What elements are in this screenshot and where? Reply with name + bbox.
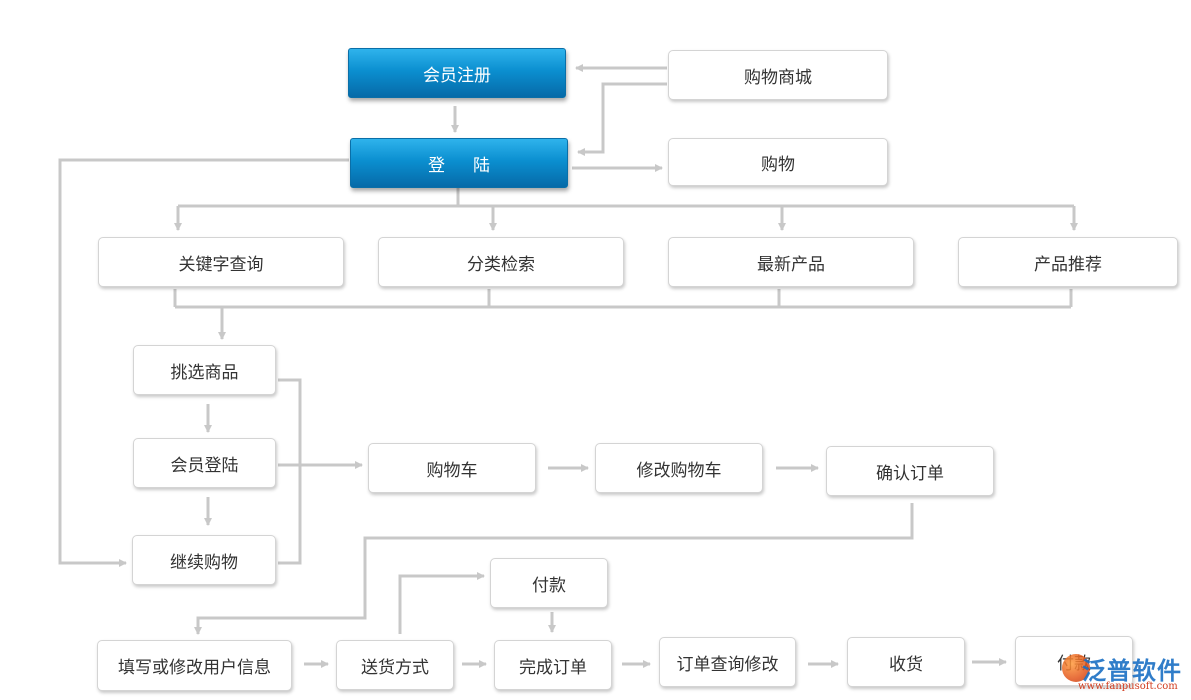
node-confirm-order: 确认订单 (826, 446, 994, 496)
node-login: 登陆 (350, 138, 568, 188)
node-delivery-method: 送货方式 (336, 640, 454, 690)
node-keyword-search: 关键字查询 (98, 237, 344, 287)
watermark-url: www.fanpusoft.com (1078, 681, 1178, 692)
node-complete-order: 完成订单 (494, 640, 612, 690)
node-shopping: 购物 (668, 138, 888, 186)
node-member-register: 会员注册 (348, 48, 566, 98)
node-cart: 购物车 (368, 443, 536, 493)
arrow-mall-to-login (577, 82, 667, 156)
node-edit-cart: 修改购物车 (595, 443, 763, 493)
node-shopping-mall: 购物商城 (668, 50, 888, 100)
arrow-login-to-continue (58, 158, 349, 567)
node-newest-products: 最新产品 (668, 237, 914, 287)
node-product-recommend: 产品推荐 (958, 237, 1178, 287)
arrow-delivery-to-pay (398, 572, 485, 634)
node-pick-goods: 挑选商品 (133, 345, 276, 395)
fanpu-logo-icon (1062, 654, 1090, 682)
arrow-confirm-to-fill (194, 503, 914, 635)
node-continue-shopping: 继续购物 (132, 535, 276, 585)
node-category-search: 分类检索 (378, 237, 624, 287)
watermark-logo: 泛普软件 www.fanpusoft.com (1060, 650, 1188, 698)
node-order-query: 订单查询修改 (659, 637, 796, 687)
node-fill-user-info: 填写或修改用户信息 (97, 640, 292, 691)
node-receive-goods: 收货 (847, 637, 965, 687)
line-right-loop (278, 378, 302, 565)
node-payment-top: 付款 (490, 558, 608, 608)
watermark-name: 泛普软件 (1082, 657, 1182, 685)
node-member-login: 会员登陆 (133, 438, 276, 488)
